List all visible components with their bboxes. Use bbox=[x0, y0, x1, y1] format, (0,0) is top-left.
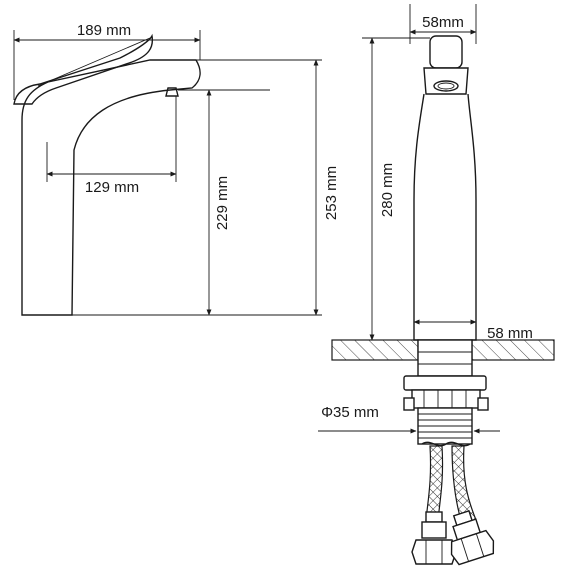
mounting-nut-body bbox=[411, 389, 481, 409]
side-view: 189 mm 129 mm 229 mm 253 mm bbox=[13, 22, 340, 316]
front-lever-knob bbox=[429, 35, 463, 69]
label-hose-diameter: Φ35 mm bbox=[321, 404, 379, 421]
label-spout-height: 229 mm bbox=[214, 176, 231, 230]
mounting-nut-top bbox=[403, 375, 487, 391]
label-base-top-width: 58mm bbox=[422, 14, 464, 31]
side-lever bbox=[13, 33, 154, 105]
mounting-shank bbox=[417, 339, 473, 377]
side-spout-tip bbox=[165, 87, 179, 97]
fitting-left-collar bbox=[425, 511, 443, 523]
fitting-right-nut bbox=[450, 529, 495, 566]
hose-right-cross bbox=[452, 446, 476, 524]
label-total-height: 253 mm bbox=[323, 166, 340, 220]
counter-left bbox=[331, 339, 419, 361]
counter-right bbox=[471, 339, 555, 361]
front-view: 58mm 280 mm 58 mm bbox=[318, 4, 555, 566]
fitting-left-neck bbox=[421, 521, 447, 539]
mounting-nut-right-ear bbox=[477, 397, 489, 411]
label-top-width: 189 mm bbox=[77, 22, 131, 39]
front-aerator-inner bbox=[437, 82, 455, 90]
stem-threads bbox=[418, 413, 472, 439]
side-lever-highlight bbox=[37, 37, 151, 87]
label-base-bottom-width: 58 mm bbox=[487, 325, 533, 342]
fitting-right-nut-edge-1 bbox=[460, 538, 469, 562]
front-aerator-outlet bbox=[433, 80, 459, 92]
fitting-right-nut-edge-2 bbox=[475, 533, 485, 557]
hose-left-cross bbox=[426, 446, 443, 520]
fitting-left-nut bbox=[411, 539, 457, 565]
fitting-right bbox=[450, 510, 495, 566]
label-spout-reach: 129 mm bbox=[85, 179, 139, 196]
side-body-outline bbox=[21, 59, 201, 316]
front-body-column bbox=[413, 93, 477, 341]
label-body-height: 280 mm bbox=[379, 163, 396, 217]
mounting-nut-left-ear bbox=[403, 397, 415, 411]
